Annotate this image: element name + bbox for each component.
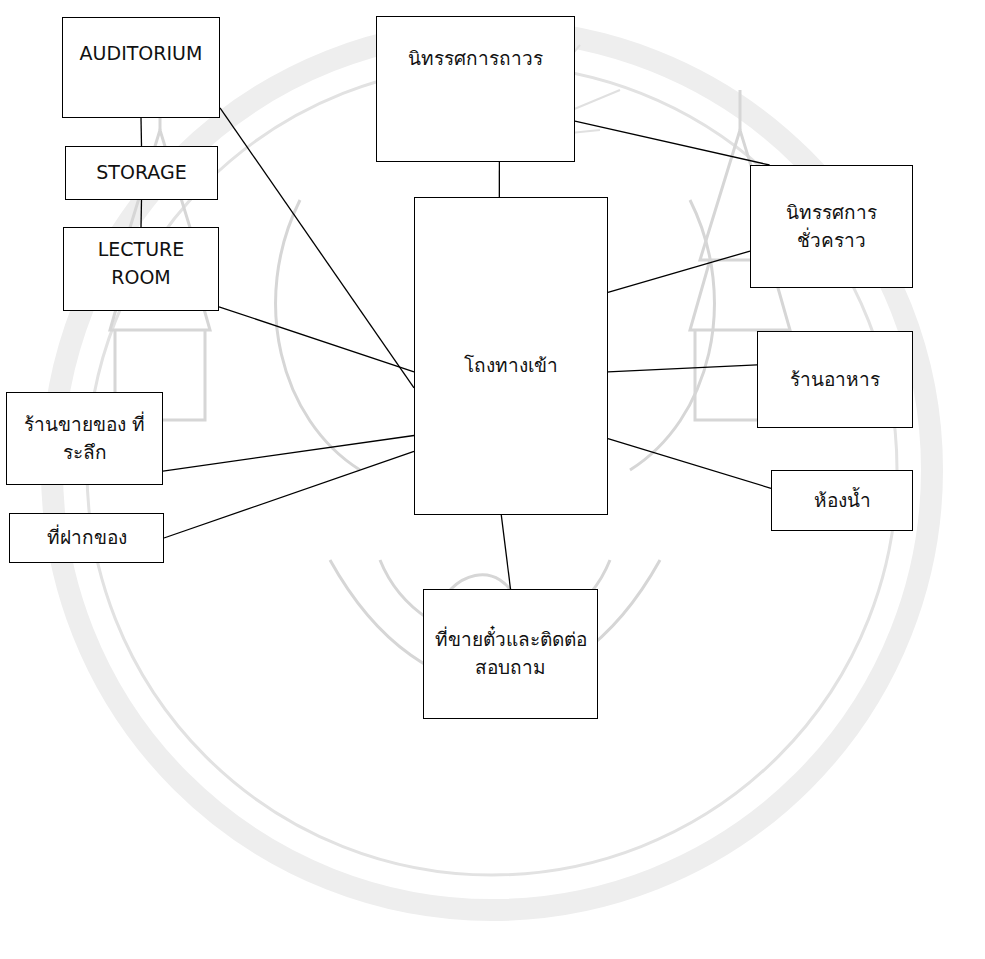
space-box: ร้านขายของ ที่ระลึก [6, 392, 163, 485]
link-line [163, 436, 414, 472]
link-line [501, 515, 510, 589]
space-label: ห้องน้ำ [814, 487, 871, 515]
link-line [164, 451, 414, 538]
link-line [575, 121, 770, 165]
space-label: นิทรรศการถาวร [408, 45, 543, 73]
space-label: LECTURE ROOM [72, 236, 210, 291]
link-line [608, 365, 757, 372]
space-box: ห้องน้ำ [771, 470, 913, 531]
space-box: นิทรรศการถาวร [376, 16, 575, 162]
link-line [141, 118, 143, 146]
space-label: โถงทางเข้า [464, 352, 558, 380]
space-box: ที่ฝากของ [9, 513, 164, 563]
link-line [499, 162, 500, 197]
link-line [141, 200, 143, 227]
space-label: ที่ขายตั๋วและติดต่อ สอบถาม [432, 626, 589, 681]
space-box: นิทรรศการ ชั่วคราว [750, 165, 913, 288]
space-label: STORAGE [96, 159, 186, 187]
space-box: ร้านอาหาร [757, 331, 913, 428]
link-line [608, 251, 750, 292]
space-label: ที่ฝากของ [47, 524, 127, 552]
space-box: LECTURE ROOM [63, 227, 219, 311]
space-box: AUDITORIUM [62, 17, 220, 118]
link-line [608, 439, 771, 489]
space-label: นิทรรศการ ชั่วคราว [759, 199, 904, 254]
link-line [219, 307, 414, 372]
space-label: ร้านอาหาร [790, 366, 880, 394]
space-box: ที่ขายตั๋วและติดต่อ สอบถาม [423, 589, 598, 719]
hub-box: โถงทางเข้า [414, 197, 608, 515]
space-box: STORAGE [65, 146, 218, 200]
space-label: ร้านขายของ ที่ระลึก [15, 411, 154, 466]
space-label: AUDITORIUM [80, 40, 203, 68]
